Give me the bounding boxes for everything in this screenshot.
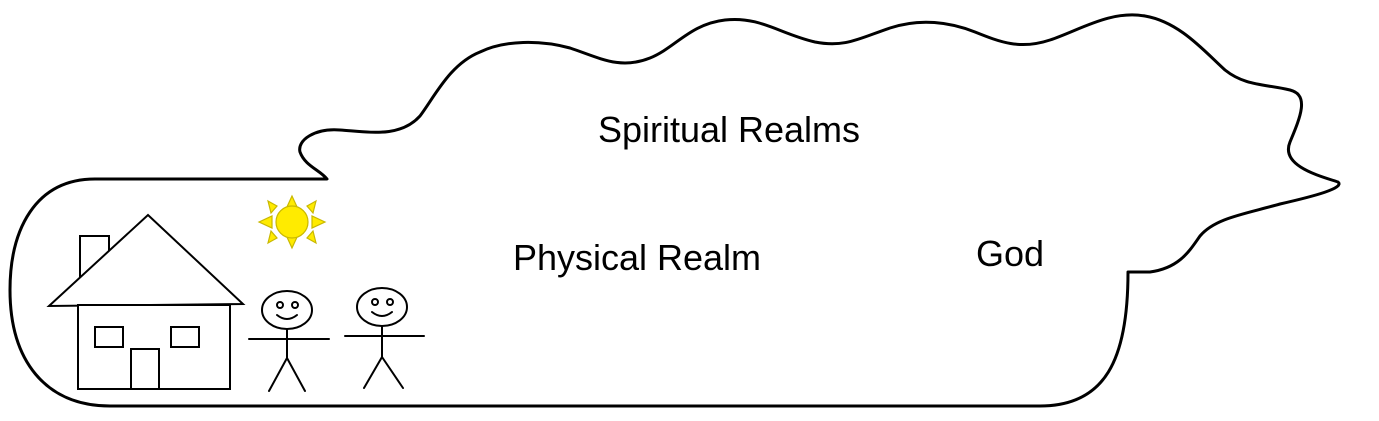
house-roof <box>46 213 246 308</box>
house-icon <box>46 213 246 390</box>
house-door <box>130 348 160 390</box>
stick-figure-person-2 <box>344 287 425 389</box>
house-window-right <box>170 326 200 348</box>
god-label: God <box>976 233 1044 274</box>
house-window-left <box>94 326 124 348</box>
stick-figure-person-1 <box>248 290 330 392</box>
realm-boundary-outline <box>8 13 1341 408</box>
spiritual-realms-label: Spiritual Realms <box>598 109 860 150</box>
physical-realm-label: Physical Realm <box>513 237 761 278</box>
sun-icon <box>257 194 327 250</box>
